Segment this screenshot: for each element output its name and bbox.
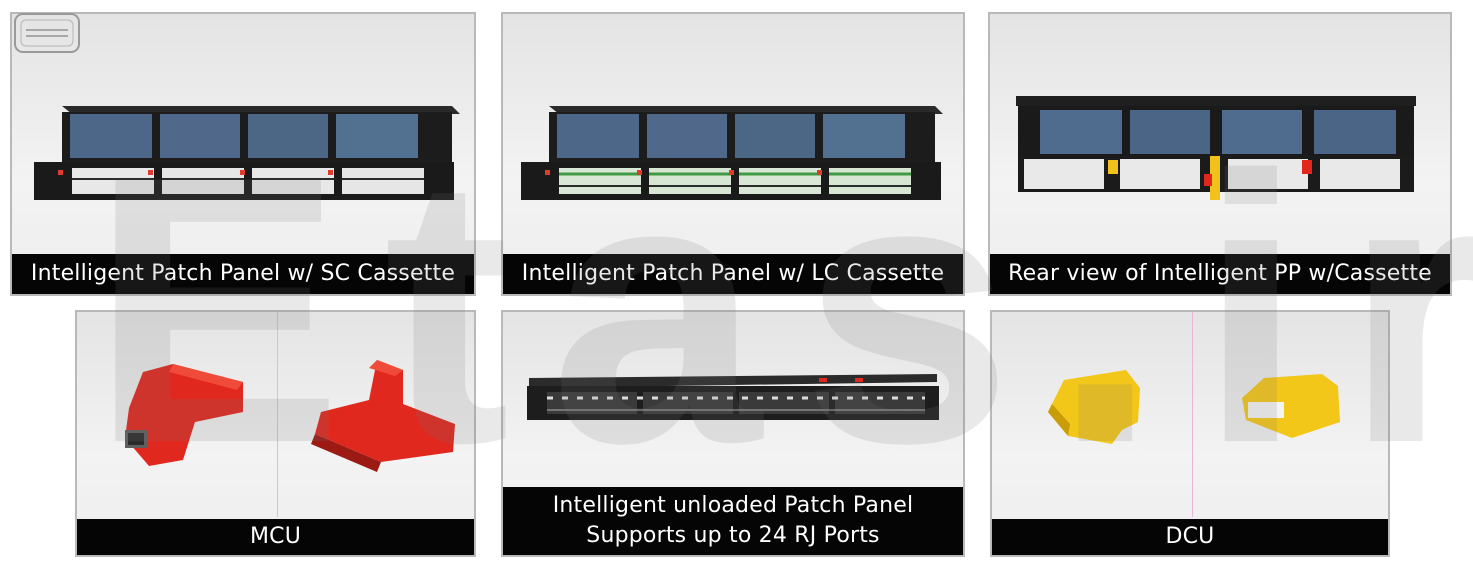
caption-unloaded-panel: Intelligent unloaded Patch Panel Support… [503,487,963,555]
sc-patch-panel-image [34,106,460,200]
image-divider [277,312,278,517]
unloaded-panel-image [527,374,939,420]
card-rear-view: Rear view of Intelligent PP w/Cassette [988,12,1452,296]
mcu-image [125,360,455,472]
caption-dcu: DCU [992,519,1388,555]
card-mcu: MCU [75,310,476,557]
card-unloaded-panel: Intelligent unloaded Patch Panel Support… [501,310,965,557]
caption-line-2: Supports up to 24 RJ Ports [586,523,880,548]
caption-text: Rear view of Intelligent PP w/Cassette [1008,261,1432,286]
card-sc-cassette: Intelligent Patch Panel w/ SC Cassette [10,12,476,296]
caption-sc-cassette: Intelligent Patch Panel w/ SC Cassette [12,254,474,294]
caption-lc-cassette: Intelligent Patch Panel w/ LC Cassette [503,254,963,294]
card-dcu: DCU [990,310,1390,557]
lc-patch-panel-image [521,106,943,200]
caption-text: Intelligent Patch Panel w/ LC Cassette [521,261,945,286]
rear-view-image [1016,96,1416,200]
card-lc-cassette: Intelligent Patch Panel w/ LC Cassette [501,12,965,296]
caption-line-1: Intelligent unloaded Patch Panel [552,493,914,518]
caption-text: DCU [1165,524,1215,549]
image-divider [1192,312,1193,517]
dcu-image [1048,370,1340,444]
caption-text: Intelligent Patch Panel w/ SC Cassette [30,261,456,286]
caption-text: MCU [249,524,302,549]
caption-mcu: MCU [77,519,474,555]
caption-rear-view: Rear view of Intelligent PP w/Cassette [990,254,1450,294]
site-logo [12,8,82,58]
